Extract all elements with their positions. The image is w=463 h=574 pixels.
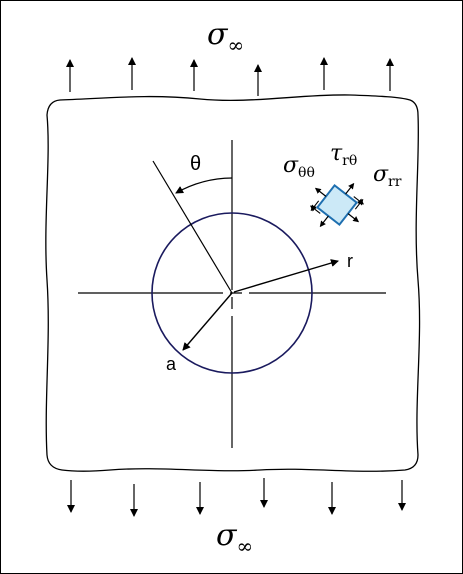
stress-element	[309, 182, 365, 228]
a-label: a	[166, 354, 177, 374]
sigma-rr-label: σrr	[373, 162, 402, 190]
r-label: r	[347, 251, 353, 271]
top-stress-arrows	[66, 57, 394, 96]
theta-label: θ	[190, 153, 201, 175]
r-arrow	[233, 259, 339, 293]
sigma-infinity-bottom: σ∞	[216, 518, 253, 558]
circular-hole	[151, 212, 313, 374]
radius-arrow	[182, 292, 233, 351]
theta-reference-line	[152, 160, 233, 294]
sigma-thetatheta-label: σθθ	[283, 153, 315, 181]
theta-arc	[175, 177, 233, 194]
tau-rtheta-label: τrθ	[330, 141, 357, 169]
bottom-stress-arrows	[67, 478, 406, 517]
sigma-infinity-top: σ∞	[207, 17, 244, 57]
plate-outline	[45, 94, 421, 472]
